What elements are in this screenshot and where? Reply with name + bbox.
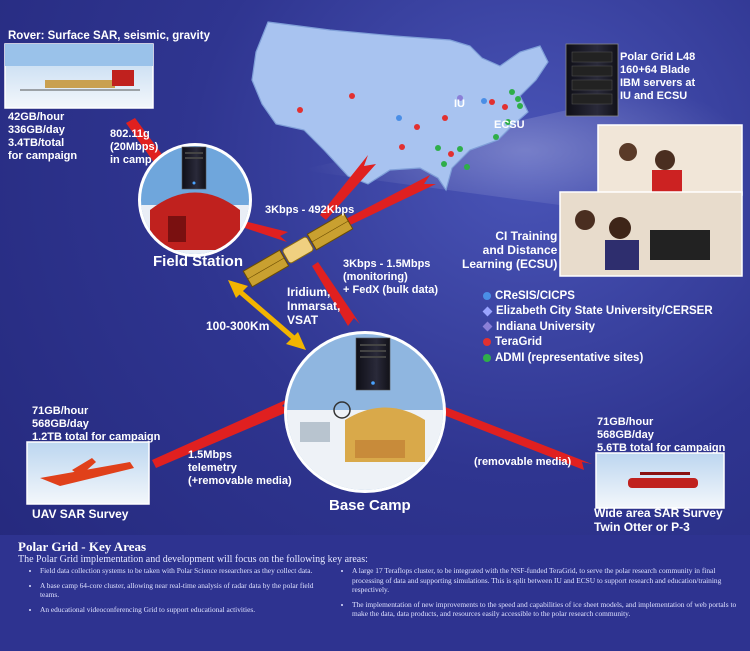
legend-marker — [483, 291, 491, 300]
uav-stats: 71GB/hour 568GB/day 1.2TB total for camp… — [32, 405, 160, 444]
base-camp-label: Base Camp — [329, 497, 411, 514]
satellite-iridium: Iridium, — [287, 285, 331, 299]
key-area-item: An educational videoconferencing Grid to… — [40, 605, 330, 615]
field-station-photo — [141, 146, 249, 254]
key-area-item: Field data collection systems to be take… — [40, 566, 330, 576]
telemetry-media: (+removable media) — [188, 475, 292, 487]
ci-training-label: CI Training and Distance Learning (ECSU) — [462, 229, 557, 271]
legend-item-teragrid: TeraGrid — [483, 335, 713, 351]
base-server-icon — [355, 337, 391, 391]
legend-item-ecsu: Elizabeth City State University/CERSER — [482, 304, 713, 320]
legend-label: ADMI (representative sites) — [495, 351, 644, 364]
distance-arrow — [228, 280, 306, 350]
rover-photo — [4, 43, 154, 109]
telemetry-speed: 1.5Mbps — [188, 449, 233, 461]
legend-marker — [482, 306, 493, 317]
uav-stat-rate: 71GB/hour — [32, 405, 89, 417]
us-map — [251, 21, 549, 192]
diagram-canvas: IU ECSU — [4, 21, 750, 509]
wide-area-stats: 71GB/hour 568GB/day 5.6TB total for camp… — [597, 416, 725, 455]
legend-marker — [483, 338, 491, 347]
polar-grid-line1: Polar Grid L48 — [620, 51, 696, 63]
link2-bulk: + FedX (bulk data) — [343, 284, 439, 296]
legend-label: Indiana University — [496, 320, 596, 333]
key-area-item: A base camp 64-core cluster, allowing ne… — [40, 581, 330, 600]
bolt-base-uav — [152, 398, 292, 468]
bolt-satellite-map-2 — [340, 175, 436, 228]
polar-grid-label: Polar Grid L48 160+64 Blade IBM servers … — [620, 51, 695, 103]
bolt-satellite-map — [320, 155, 376, 220]
link2-monitoring: (monitoring) — [343, 271, 408, 283]
legend-label: CReSIS/CICPS — [495, 289, 575, 302]
polar-grid-server-image — [565, 43, 619, 117]
ci-line1: CI Training — [495, 229, 558, 243]
rover-title: Rover: Surface SAR, seismic, gravity — [8, 30, 210, 42]
uav-stat-daily: 568GB/day — [32, 418, 89, 430]
polar-grid-line2: 160+64 Blade — [620, 64, 691, 76]
wide-title-line1: Wide area SAR Survey — [594, 506, 723, 520]
satellite-vsat: VSAT — [287, 313, 319, 327]
bolt-satellite-base — [312, 262, 360, 326]
satellite-inmarsat: Inmarsat, — [287, 299, 341, 313]
wide-title-line2: Twin Otter or P-3 — [594, 520, 690, 534]
legend-label: Elizabeth City State University/CERSER — [496, 305, 713, 318]
link-bolts — [126, 118, 592, 470]
ci-line3: Learning (ECSU) — [462, 257, 558, 271]
bolt-field-satellite — [236, 219, 288, 242]
rover-stat-campaign: for campaign — [8, 150, 78, 162]
distance-label: 100-300Km — [206, 319, 270, 333]
satellite-link2-label: 3Kbps - 1.5Mbps (monitoring) + FedX (bul… — [343, 258, 438, 297]
legend: CReSIS/CICPS Elizabeth City State Univer… — [482, 288, 713, 366]
legend-marker — [483, 353, 491, 362]
key-areas-left-list: Field data collection systems to be take… — [28, 566, 330, 619]
wide-stat-rate: 71GB/hour — [597, 416, 654, 428]
wifi-standard: 802.11g — [110, 128, 150, 140]
rover-stat-daily: 336GB/day — [8, 124, 65, 136]
map-label-iu: IU — [454, 98, 465, 110]
polar-grid-line4: IU and ECSU — [620, 90, 688, 102]
telemetry-type: telemetry — [188, 462, 237, 474]
key-areas-panel: Polar Grid - Key Areas The Polar Grid im… — [0, 535, 750, 651]
satellite-uplink-label: 3Kbps - 492Kbps — [265, 204, 355, 216]
key-area-item: The implementation of new improvements t… — [352, 600, 742, 619]
uav-photo — [26, 441, 150, 505]
key-areas-title: Polar Grid - Key Areas — [18, 539, 147, 554]
wide-area-media-label: (removable media) — [474, 456, 572, 468]
map-label-ecsu: ECSU — [494, 119, 525, 131]
rover-stat-rate: 42GB/hour — [8, 111, 65, 123]
ci-training-photos — [559, 124, 743, 277]
legend-item-iu: Indiana University — [482, 319, 713, 335]
field-station-label: Field Station — [153, 253, 243, 270]
uav-title: UAV SAR Survey — [32, 507, 129, 521]
uav-stat-total: 1.2TB total for campaign — [32, 431, 161, 443]
ci-line2: and Distance — [482, 243, 558, 257]
legend-item-admi: ADMI (representative sites) — [483, 350, 713, 366]
field-server-icon — [181, 146, 207, 190]
legend-label: TeraGrid — [495, 336, 543, 349]
wifi-scope: in camp — [110, 154, 152, 166]
satellite-names: Iridium, Inmarsat, VSAT — [287, 285, 340, 327]
key-areas-intro: The Polar Grid implementation and develo… — [18, 554, 368, 565]
satellite-icon — [242, 212, 354, 288]
wifi-speed: (20Mbps) — [110, 141, 159, 153]
polar-grid-line3: IBM servers at — [620, 77, 696, 89]
rover-stat-total: 3.4TB/total — [8, 137, 65, 149]
twin-otter-photo — [595, 452, 725, 509]
key-area-item: A large 17 Teraflops cluster, to be inte… — [352, 566, 742, 595]
key-areas-right-list: A large 17 Teraflops cluster, to be inte… — [340, 566, 742, 624]
wide-area-title: Wide area SAR Survey Twin Otter or P-3 — [594, 506, 723, 534]
bolt-base-wide — [436, 405, 592, 470]
rover-stats: 42GB/hour 336GB/day 3.4TB/total for camp… — [8, 111, 77, 163]
link2-speed: 3Kbps - 1.5Mbps — [343, 258, 431, 270]
wide-stat-total: 5.6TB total for campaign — [597, 442, 726, 454]
uav-telemetry-label: 1.5Mbps telemetry (+removable media) — [188, 449, 292, 488]
legend-item-cresis: CReSIS/CICPS — [483, 288, 713, 304]
map-sites — [297, 89, 523, 170]
legend-marker — [482, 321, 493, 332]
wifi-label: 802.11g (20Mbps) in camp — [110, 128, 158, 167]
wide-stat-daily: 568GB/day — [597, 429, 654, 441]
